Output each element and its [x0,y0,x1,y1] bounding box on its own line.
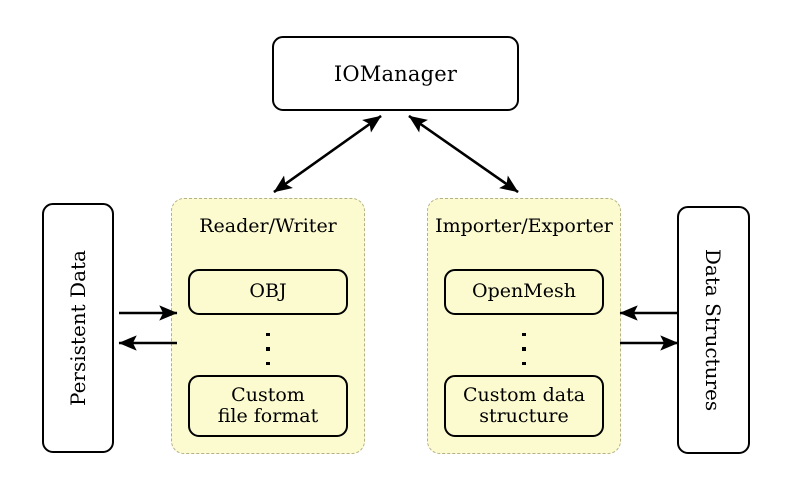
importer-exporter-item-openmesh: OpenMesh [444,269,604,315]
reader-writer-item-obj-label: OBJ [249,280,287,303]
reader-writer-group-title: Reader/Writer [199,215,337,237]
reader-writer-item-obj: OBJ [188,269,348,315]
data-structures-node: Data Structures [677,206,750,454]
connector-manager-reader-writer-tail [273,115,382,193]
connector-manager-reader-writer-head [273,115,382,193]
importer-exporter-item-openmesh-label: OpenMesh [472,280,576,303]
connector-manager-importer-exporter-head [408,115,519,193]
persistent-data-node: Persistent Data [42,203,114,453]
importer-exporter-group-title: Importer/Exporter [435,215,613,237]
iomanager-node: IOManager [272,36,519,111]
iomanager-label: IOManager [333,61,458,86]
persistent-data-label: Persistent Data [66,250,91,406]
importer-exporter-ellipsis-icon [428,333,620,365]
connector-manager-importer-exporter-tail [408,115,519,193]
data-structures-label: Data Structures [701,248,726,412]
reader-writer-ellipsis-icon [172,333,364,365]
